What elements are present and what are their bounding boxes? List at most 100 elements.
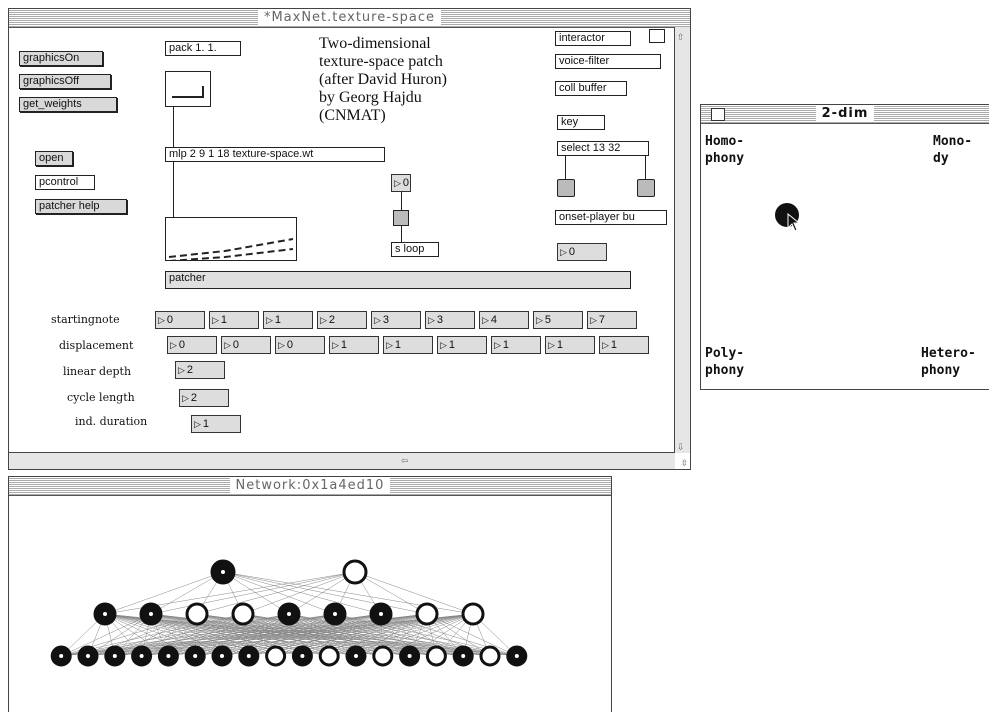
param-number-box[interactable]: 0: [221, 336, 271, 354]
param-number-box[interactable]: 0: [275, 336, 325, 354]
mlp-object[interactable]: mlp 2 9 1 18 texture-space.wt: [165, 147, 385, 162]
loop-number-box[interactable]: 0: [391, 174, 411, 192]
scroll-up-arrow-icon[interactable]: ⇧: [677, 29, 685, 43]
param-number-box[interactable]: 1: [491, 336, 541, 354]
key-object[interactable]: key: [557, 115, 605, 130]
onset-player-object[interactable]: onset-player bu: [555, 210, 667, 225]
param-number-box[interactable]: 1: [599, 336, 649, 354]
bang-button-right[interactable]: [637, 179, 655, 197]
multislider-graph[interactable]: [165, 217, 297, 261]
param-number-box[interactable]: 2: [317, 311, 367, 329]
network-connection: [242, 613, 357, 657]
patch-comment: Two-dimensional texture-space patch (aft…: [319, 35, 447, 124]
network-connection: [222, 571, 382, 615]
small-object[interactable]: [649, 29, 665, 43]
two-dim-title: 2-dim: [815, 106, 875, 121]
patch-cord: [173, 161, 174, 217]
network-node-center: [112, 654, 117, 658]
param-number-box[interactable]: 3: [425, 311, 475, 329]
param-number-box[interactable]: 7: [587, 311, 637, 329]
param-label: linear depth: [63, 365, 132, 378]
network-node-input: [265, 645, 287, 667]
param-label: cycle length: [67, 391, 135, 404]
network-title: Network:0x1a4ed10: [229, 478, 391, 493]
network-connection: [150, 571, 224, 615]
network-connection: [275, 613, 382, 657]
param-number-box[interactable]: 2: [175, 361, 225, 379]
network-node-input: [425, 645, 447, 667]
network-connection: [409, 613, 474, 657]
interactor-object[interactable]: interactor: [555, 31, 631, 46]
bang-button-left[interactable]: [557, 179, 575, 197]
param-number-box[interactable]: 1: [437, 336, 487, 354]
network-connection: [288, 571, 356, 615]
param-number-box[interactable]: 5: [533, 311, 583, 329]
pack-object[interactable]: pack 1. 1.: [165, 41, 241, 56]
param-number-box[interactable]: 1: [545, 336, 595, 354]
param-number-box[interactable]: 0: [155, 311, 205, 329]
onset-number-box[interactable]: 0: [557, 243, 607, 261]
two-dim-window: 2-dim Homo- phony Mono- dy Poly- phony H…: [700, 104, 989, 390]
get-weights-message[interactable]: get_weights: [19, 97, 117, 112]
network-titlebar[interactable]: Network:0x1a4ed10: [9, 477, 611, 496]
patch-cord: [565, 155, 566, 179]
network-connection: [61, 613, 474, 657]
param-number-box[interactable]: 0: [167, 336, 217, 354]
param-number-box[interactable]: 1: [191, 415, 241, 433]
param-number-box[interactable]: 1: [263, 311, 313, 329]
param-number-box[interactable]: 3: [371, 311, 421, 329]
close-box-icon[interactable]: [711, 108, 725, 121]
network-node-center: [59, 654, 64, 658]
patch-horizontal-scrollbar[interactable]: ⇦: [9, 452, 675, 469]
param-number-box[interactable]: 1: [383, 336, 433, 354]
label-heterophony: Hetero- phony: [921, 346, 976, 378]
network-connection: [354, 571, 428, 615]
open-message[interactable]: open: [35, 151, 73, 166]
network-node-center: [86, 654, 90, 658]
param-label: startingnote: [51, 313, 120, 326]
network-node-center: [514, 654, 519, 658]
network-connection: [380, 613, 491, 657]
patcher-object[interactable]: patcher: [165, 271, 631, 289]
param-number-box[interactable]: 1: [209, 311, 259, 329]
pcontrol-object[interactable]: pcontrol: [35, 175, 95, 190]
network-connection: [242, 613, 464, 657]
graphics-off-message[interactable]: graphicsOff: [19, 74, 111, 89]
send-loop-object[interactable]: s loop: [391, 242, 439, 257]
param-number-box[interactable]: 2: [179, 389, 229, 407]
network-connection: [242, 571, 356, 615]
network-graph: [50, 559, 528, 667]
patch-vertical-scrollbar[interactable]: ⇧ ⇩: [674, 27, 690, 453]
network-node-center: [461, 654, 466, 658]
network-connection: [196, 613, 410, 657]
scroll-thumb-icon[interactable]: ⇦: [401, 453, 409, 467]
patch-cord: [401, 192, 402, 210]
network-connection: [150, 571, 356, 615]
loop-toggle[interactable]: [393, 210, 409, 226]
network-window: Network:0x1a4ed10: [8, 476, 612, 712]
network-node-center: [221, 570, 225, 574]
network-connection: [334, 613, 437, 657]
network-node-center: [166, 654, 171, 658]
param-number-box[interactable]: 1: [329, 336, 379, 354]
patch-window-titlebar[interactable]: *MaxNet.texture-space: [9, 9, 690, 28]
network-node-center: [139, 654, 144, 658]
network-connection: [382, 613, 474, 657]
select-object[interactable]: select 13 32: [557, 141, 649, 156]
network-node-output: [342, 559, 368, 585]
network-node-center: [407, 654, 412, 658]
coll-buffer-object[interactable]: coll buffer: [555, 81, 627, 96]
network-node-hidden: [415, 602, 439, 626]
resize-grip-icon[interactable]: ⇳: [680, 455, 688, 469]
network-connection: [168, 613, 382, 657]
network-connection: [61, 613, 152, 657]
param-number-box[interactable]: 4: [479, 311, 529, 329]
xy-slider-box[interactable]: [165, 71, 211, 107]
voice-filter-object[interactable]: voice-filter: [555, 54, 661, 69]
label-polyphony: Poly- phony: [705, 346, 745, 378]
graphics-on-message[interactable]: graphicsOn: [19, 51, 103, 66]
scroll-down-arrow-icon[interactable]: ⇩: [677, 439, 685, 453]
network-node-center: [354, 654, 358, 658]
two-dim-titlebar[interactable]: 2-dim: [701, 105, 989, 124]
patcher-help-message[interactable]: patcher help: [35, 199, 127, 214]
